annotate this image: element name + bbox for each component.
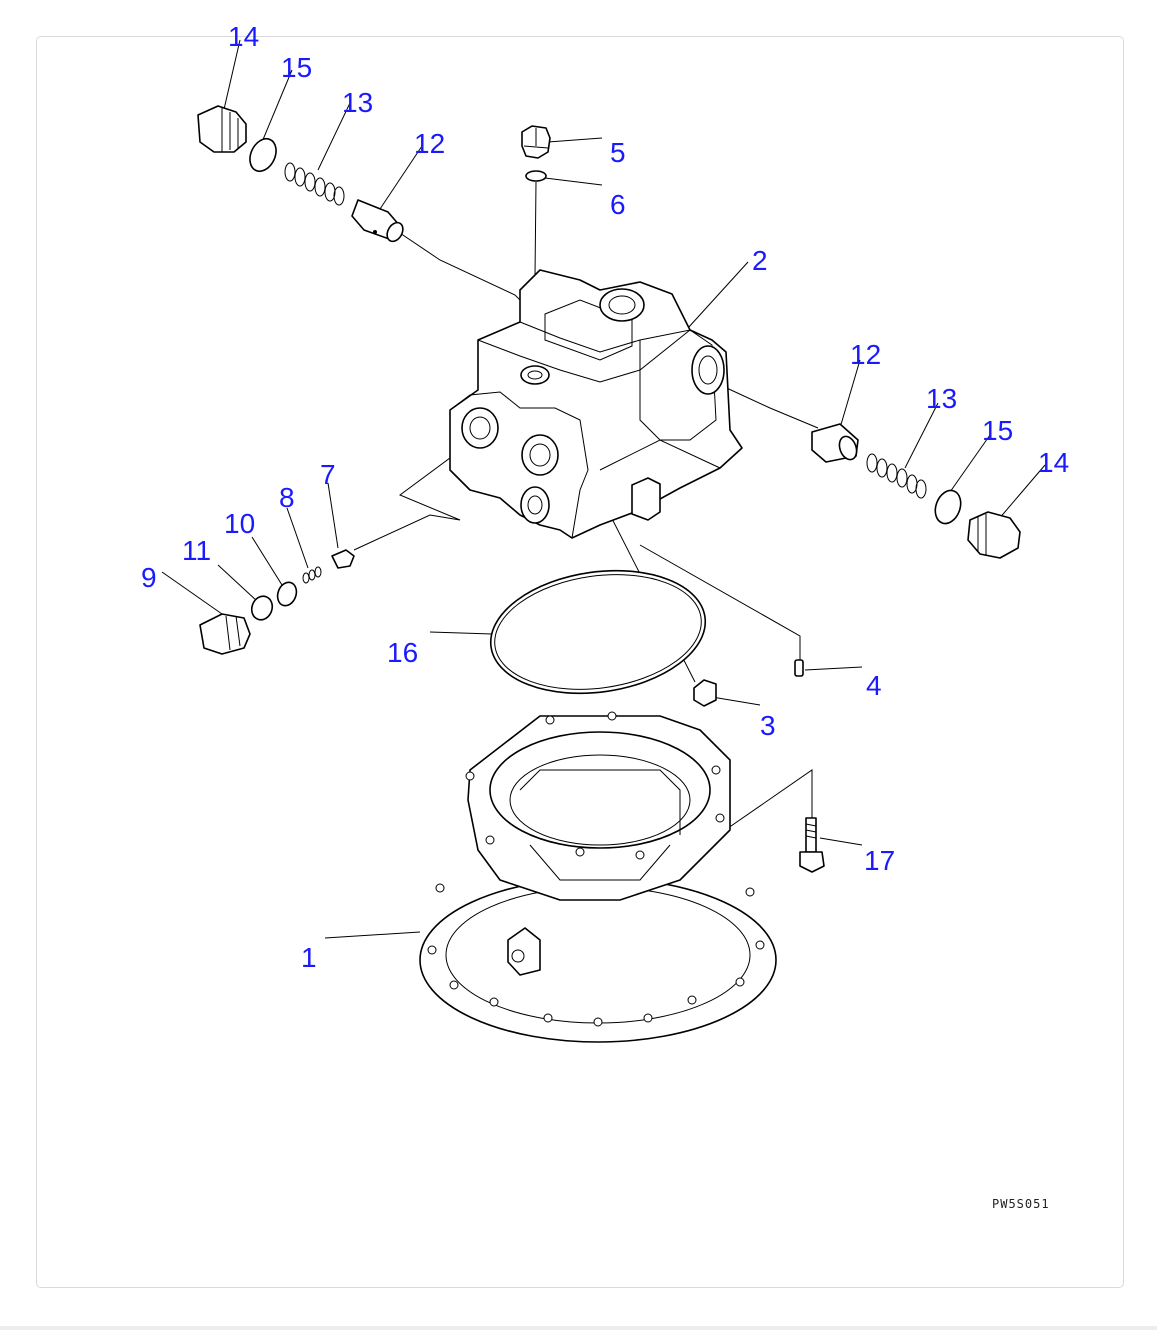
callout-15a: 15 bbox=[281, 52, 312, 83]
leader-4 bbox=[804, 666, 863, 671]
callout-11: 11 bbox=[182, 535, 211, 566]
part-12-sleeve-left bbox=[351, 199, 404, 243]
part-5-plug-top bbox=[521, 125, 551, 159]
callout-13a: 13 bbox=[342, 87, 373, 118]
part-14-plug-right bbox=[967, 511, 1021, 559]
callout-9: 9 bbox=[141, 562, 157, 593]
callout-14b: 14 bbox=[1038, 447, 1069, 478]
part-4-pin bbox=[794, 659, 804, 677]
leader-3 bbox=[711, 696, 761, 706]
callout-15b: 15 bbox=[982, 415, 1013, 446]
part-13-spring-left bbox=[284, 162, 345, 206]
part-1-motor-case bbox=[419, 711, 777, 1043]
callout-labels: 14 15 13 12 5 6 2 12 13 15 14 7 8 10 11 … bbox=[141, 21, 1069, 973]
leader-13b bbox=[904, 402, 939, 469]
leader-1 bbox=[324, 931, 421, 939]
leader-17 bbox=[819, 837, 863, 846]
leader-12a bbox=[377, 145, 423, 213]
leader-15b bbox=[949, 434, 991, 493]
callout-17: 17 bbox=[864, 845, 895, 876]
leader-9 bbox=[161, 571, 223, 615]
leader-11 bbox=[217, 564, 259, 603]
leader-14a bbox=[221, 39, 241, 119]
callout-1: 1 bbox=[301, 942, 317, 973]
leader-12b-axis bbox=[717, 383, 819, 429]
leader-2 bbox=[687, 261, 749, 329]
leader-5 bbox=[547, 137, 603, 143]
part-3-plug-small bbox=[693, 679, 717, 707]
callout-6: 6 bbox=[610, 189, 626, 220]
callout-2: 2 bbox=[752, 245, 768, 276]
part-6-oring-top bbox=[525, 170, 547, 182]
part-15-oring-left bbox=[249, 137, 277, 173]
callout-12a: 12 bbox=[414, 128, 445, 159]
callout-5: 5 bbox=[610, 137, 626, 168]
leader-6 bbox=[544, 177, 603, 186]
part-8-spring-small bbox=[302, 566, 322, 584]
leader-16 bbox=[429, 631, 493, 635]
part-12-sleeve-right bbox=[811, 423, 859, 463]
leader-12b bbox=[839, 359, 861, 429]
leader-15a bbox=[261, 69, 293, 143]
drawing-code: PW5S051 bbox=[992, 1197, 1050, 1211]
leader-8 bbox=[286, 507, 309, 569]
leader-17-axis bbox=[717, 769, 813, 836]
callout-13b: 13 bbox=[926, 383, 957, 414]
part-17-bolt bbox=[799, 817, 825, 873]
leader-12a-axis bbox=[387, 224, 541, 321]
leader-10 bbox=[251, 536, 283, 586]
callout-14a: 14 bbox=[228, 21, 259, 52]
callout-3: 3 bbox=[760, 710, 776, 741]
part-15-oring-right bbox=[934, 489, 962, 525]
callout-8: 8 bbox=[279, 482, 295, 513]
callout-4: 4 bbox=[866, 670, 882, 701]
leader-14b bbox=[997, 464, 1046, 521]
bottom-rule bbox=[0, 1326, 1157, 1330]
callout-12b: 12 bbox=[850, 339, 881, 370]
part-9-plug bbox=[199, 613, 251, 655]
callout-10: 10 bbox=[224, 508, 255, 539]
part-13-spring-right bbox=[866, 453, 927, 499]
leader-7 bbox=[327, 482, 339, 549]
part-7-check-valve bbox=[331, 549, 355, 569]
part-14-plug-left bbox=[197, 105, 247, 153]
part-2-valve-housing bbox=[449, 269, 743, 539]
leader-4-axis bbox=[639, 544, 801, 665]
part-16-large-oring bbox=[489, 569, 707, 695]
leader-13a bbox=[317, 102, 351, 171]
callout-7: 7 bbox=[320, 459, 336, 490]
part-10-oring bbox=[276, 581, 298, 607]
part-11-backup-ring bbox=[250, 595, 274, 621]
callout-16: 16 bbox=[387, 637, 418, 668]
